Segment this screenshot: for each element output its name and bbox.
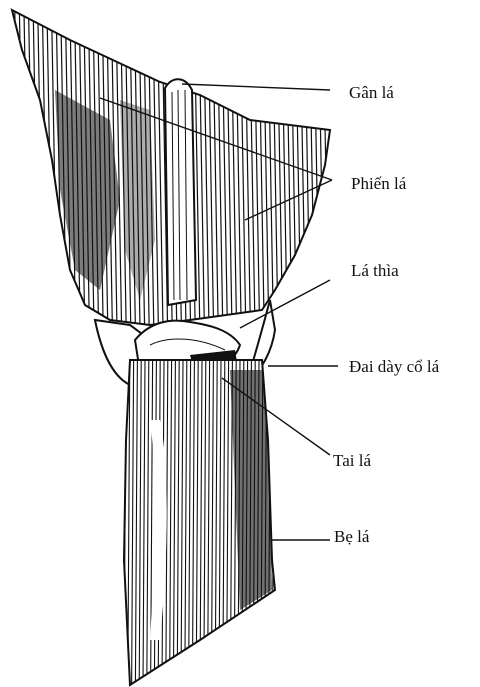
blade-vein xyxy=(15,0,21,340)
blade-vein xyxy=(10,0,16,340)
leader-gan-la xyxy=(182,84,330,90)
label-tai-la: Tai lá xyxy=(333,452,371,469)
label-dai-day-co-la: Đai dày cổ lá xyxy=(349,358,439,375)
sheath-vein xyxy=(272,360,274,687)
midrib xyxy=(165,79,196,305)
leaf-sheath xyxy=(124,360,275,687)
label-phien-la: Phiến lá xyxy=(351,175,406,192)
label-gan-la: Gân lá xyxy=(349,84,394,101)
label-be-la: Bẹ lá xyxy=(334,528,369,545)
blade-vein xyxy=(327,0,333,340)
label-la-thia: Lá thìa xyxy=(351,262,399,279)
